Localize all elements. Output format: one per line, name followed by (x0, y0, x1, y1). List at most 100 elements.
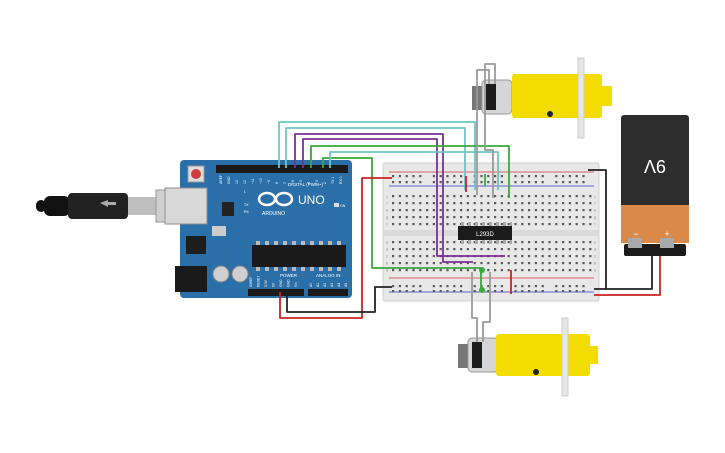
breadboard-hole[interactable] (426, 216, 429, 219)
breadboard-hole[interactable] (521, 290, 524, 293)
breadboard-hole[interactable] (487, 175, 490, 178)
breadboard-hole[interactable] (528, 216, 531, 219)
breadboard-hole[interactable] (528, 262, 531, 265)
breadboard-hole[interactable] (480, 209, 483, 212)
breadboard-hole[interactable] (419, 262, 422, 265)
breadboard-hole[interactable] (419, 269, 422, 272)
breadboard-hole[interactable] (521, 181, 524, 184)
breadboard-hole[interactable] (514, 181, 517, 184)
breadboard-hole[interactable] (480, 202, 483, 205)
breadboard-hole[interactable] (460, 262, 463, 265)
breadboard-hole[interactable] (419, 175, 422, 178)
breadboard-hole[interactable] (534, 202, 537, 205)
breadboard-hole[interactable] (405, 285, 408, 288)
breadboard-hole[interactable] (534, 175, 537, 178)
breadboard-hole[interactable] (426, 262, 429, 265)
breadboard-hole[interactable] (494, 223, 497, 226)
breadboard-hole[interactable] (392, 181, 395, 184)
breadboard-hole[interactable] (453, 202, 456, 205)
breadboard-hole[interactable] (500, 202, 503, 205)
breadboard-hole[interactable] (439, 241, 442, 244)
breadboard-hole[interactable] (575, 262, 578, 265)
breadboard-hole[interactable] (555, 195, 558, 198)
breadboard-hole[interactable] (514, 269, 517, 272)
breadboard-hole[interactable] (582, 255, 585, 258)
breadboard-hole[interactable] (426, 195, 429, 198)
breadboard-hole[interactable] (480, 181, 483, 184)
breadboard-hole[interactable] (487, 181, 490, 184)
breadboard-hole[interactable] (562, 290, 565, 293)
breadboard-hole[interactable] (392, 255, 395, 258)
breadboard-hole[interactable] (473, 248, 476, 251)
breadboard-hole[interactable] (405, 248, 408, 251)
breadboard-hole[interactable] (453, 223, 456, 226)
breadboard-hole[interactable] (528, 285, 531, 288)
breadboard-hole[interactable] (568, 290, 571, 293)
breadboard-hole[interactable] (398, 248, 401, 251)
breadboard-hole[interactable] (568, 241, 571, 244)
breadboard-hole[interactable] (555, 175, 558, 178)
breadboard-hole[interactable] (439, 248, 442, 251)
breadboard-hole[interactable] (432, 195, 435, 198)
breadboard-hole[interactable] (541, 195, 544, 198)
breadboard-hole[interactable] (398, 285, 401, 288)
breadboard-hole[interactable] (555, 216, 558, 219)
breadboard-hole[interactable] (466, 241, 469, 244)
breadboard-hole[interactable] (555, 209, 558, 212)
breadboard-hole[interactable] (500, 285, 503, 288)
breadboard-hole[interactable] (521, 223, 524, 226)
breadboard-hole[interactable] (528, 255, 531, 258)
breadboard-hole[interactable] (446, 262, 449, 265)
breadboard-hole[interactable] (473, 202, 476, 205)
breadboard-hole[interactable] (453, 262, 456, 265)
breadboard-hole[interactable] (439, 216, 442, 219)
breadboard-hole[interactable] (432, 202, 435, 205)
l293d-chip[interactable]: L293D (458, 222, 512, 244)
breadboard-hole[interactable] (453, 181, 456, 184)
breadboard-hole[interactable] (453, 175, 456, 178)
breadboard-hole[interactable] (487, 209, 490, 212)
breadboard-hole[interactable] (487, 202, 490, 205)
breadboard-hole[interactable] (582, 248, 585, 251)
breadboard-hole[interactable] (507, 202, 510, 205)
breadboard-hole[interactable] (405, 216, 408, 219)
breadboard-hole[interactable] (582, 195, 585, 198)
breadboard-hole[interactable] (582, 269, 585, 272)
breadboard-hole[interactable] (487, 290, 490, 293)
breadboard-hole[interactable] (548, 248, 551, 251)
breadboard-hole[interactable] (412, 262, 415, 265)
breadboard-hole[interactable] (575, 241, 578, 244)
breadboard-hole[interactable] (568, 248, 571, 251)
breadboard-hole[interactable] (439, 195, 442, 198)
breadboard-hole[interactable] (466, 202, 469, 205)
breadboard-hole[interactable] (555, 223, 558, 226)
breadboard-hole[interactable] (453, 248, 456, 251)
breadboard-hole[interactable] (494, 248, 497, 251)
breadboard-hole[interactable] (528, 202, 531, 205)
breadboard-hole[interactable] (575, 223, 578, 226)
breadboard-hole[interactable] (589, 269, 592, 272)
breadboard-hole[interactable] (473, 216, 476, 219)
breadboard-hole[interactable] (548, 195, 551, 198)
breadboard-hole[interactable] (528, 290, 531, 293)
battery-9v[interactable]: 9V − + (621, 115, 689, 256)
breadboard-hole[interactable] (548, 262, 551, 265)
breadboard-hole[interactable] (521, 285, 524, 288)
breadboard-hole[interactable] (555, 181, 558, 184)
breadboard-hole[interactable] (534, 209, 537, 212)
breadboard-hole[interactable] (562, 181, 565, 184)
breadboard-hole[interactable] (514, 209, 517, 212)
breadboard-hole[interactable] (405, 290, 408, 293)
breadboard-hole[interactable] (446, 209, 449, 212)
arduino-uno-board[interactable]: UNO ARDUINO DIGITAL (PWM~) POWER ANALOG … (164, 160, 352, 298)
breadboard-hole[interactable] (500, 248, 503, 251)
breadboard-hole[interactable] (466, 195, 469, 198)
power-header[interactable] (248, 289, 304, 296)
breadboard-hole[interactable] (398, 181, 401, 184)
breadboard-hole[interactable] (534, 195, 537, 198)
breadboard-hole[interactable] (582, 285, 585, 288)
breadboard-hole[interactable] (507, 248, 510, 251)
breadboard-hole[interactable] (494, 209, 497, 212)
breadboard-hole[interactable] (446, 195, 449, 198)
breadboard-hole[interactable] (562, 255, 565, 258)
